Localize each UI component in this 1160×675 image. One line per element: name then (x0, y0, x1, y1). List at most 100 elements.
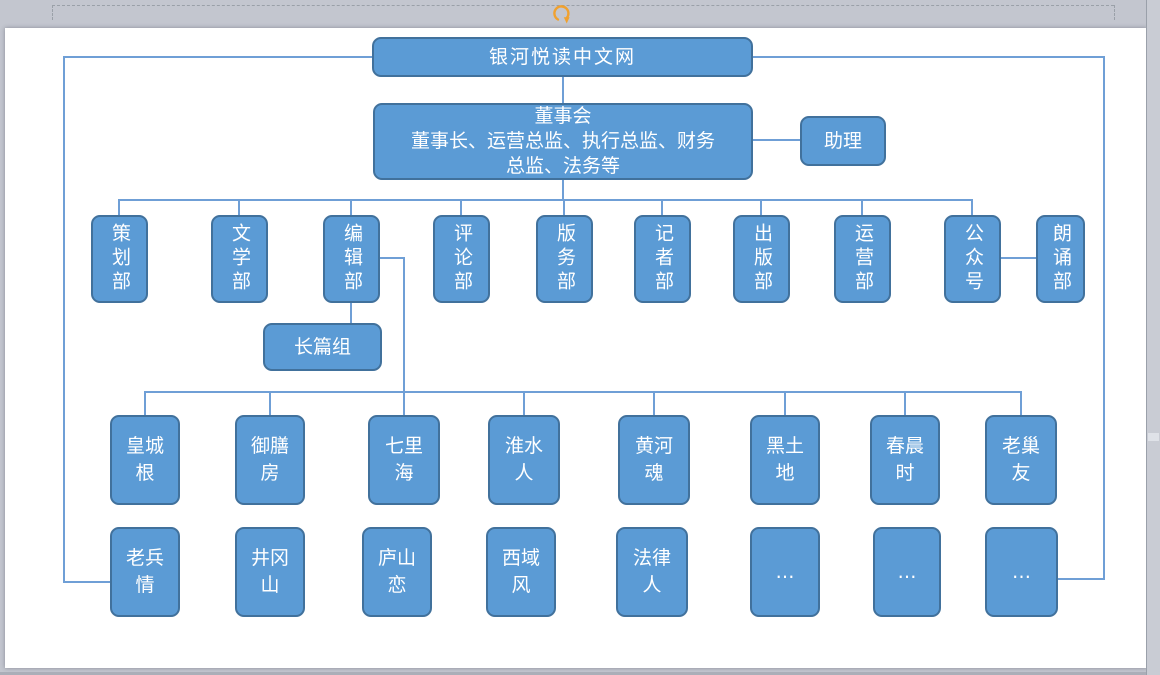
org-node-root[interactable]: 银河悦读中文网 (372, 37, 753, 77)
org-node-dept-literature[interactable]: 文学部 (211, 215, 268, 303)
rotate-icon (553, 5, 570, 24)
connector-line (971, 199, 973, 215)
dept-label: 策划部 (109, 223, 131, 295)
connector-line (1057, 578, 1105, 580)
connector-line (1001, 257, 1036, 259)
connector-line (63, 581, 111, 583)
branch-label: 七里海 (384, 435, 423, 484)
org-node-branch-more-2[interactable]: … (873, 527, 941, 617)
branch-label: … (775, 560, 795, 583)
org-node-branch-xiyufeng[interactable]: 西域风 (486, 527, 556, 617)
connector-line (562, 180, 564, 200)
dept-label: 朗诵部 (1050, 223, 1072, 295)
connector-line (1020, 391, 1022, 415)
org-node-dept-layout[interactable]: 版务部 (536, 215, 593, 303)
rotate-handle[interactable] (551, 2, 575, 26)
connector-line (760, 199, 762, 215)
dept-label: 出版部 (751, 223, 773, 295)
connector-line (380, 257, 404, 259)
connector-line (403, 257, 405, 415)
org-node-branch-qilihai[interactable]: 七里海 (368, 415, 440, 505)
dept-label: 编辑部 (341, 223, 363, 295)
connector-line (63, 56, 373, 58)
connector-line (269, 391, 271, 415)
branch-label: … (897, 560, 917, 583)
connector-line (904, 391, 906, 415)
connector-line (460, 199, 462, 215)
connector-line (118, 199, 973, 201)
org-node-branch-laobingqing[interactable]: 老兵情 (110, 527, 180, 617)
dept-label: 版务部 (554, 223, 576, 295)
scrollbar[interactable] (1146, 0, 1160, 675)
branch-label: 法律人 (632, 547, 671, 596)
org-node-dept-recitation[interactable]: 朗诵部 (1036, 215, 1085, 303)
org-node-branch-lushanlian[interactable]: 庐山恋 (362, 527, 432, 617)
org-node-dept-reporters[interactable]: 记者部 (634, 215, 691, 303)
org-node-board-title: 董事会 (534, 105, 592, 127)
branch-label: … (1012, 560, 1031, 583)
org-node-dept-editing[interactable]: 编辑部 (323, 215, 380, 303)
branch-label: 黄河魂 (634, 435, 673, 484)
org-node-board-subtitle: 董事长、运营总监、执行总监、财务总监、法务等 (410, 130, 715, 177)
org-node-dept-review[interactable]: 评论部 (433, 215, 490, 303)
org-node-branch-jinggangshan[interactable]: 井冈山 (235, 527, 305, 617)
branch-label: 老兵情 (125, 547, 164, 596)
selection-outline-left-stub (52, 5, 53, 20)
selection-outline-right-stub (1114, 5, 1115, 20)
org-node-long-form-label: 长篇组 (293, 335, 351, 358)
connector-line (653, 391, 655, 415)
connector-line (144, 391, 146, 415)
dept-label: 记者部 (652, 223, 674, 295)
connector-line (861, 199, 863, 215)
connector-line (661, 199, 663, 215)
connector-line (753, 56, 1105, 58)
org-node-assistant-label: 助理 (823, 129, 862, 152)
org-node-branch-more-1[interactable]: … (750, 527, 820, 617)
connector-line (562, 77, 564, 104)
connector-line (350, 199, 352, 215)
org-node-root-label: 银河悦读中文网 (488, 45, 636, 68)
org-node-long-form-group[interactable]: 长篇组 (263, 323, 382, 371)
connector-line (753, 139, 800, 141)
connector-line (784, 391, 786, 415)
org-node-assistant[interactable]: 助理 (800, 116, 886, 166)
branch-label: 淮水人 (504, 435, 543, 484)
org-node-branch-falvren[interactable]: 法律人 (616, 527, 688, 617)
org-node-branch-laochaoyou[interactable]: 老巢友 (985, 415, 1057, 505)
org-node-branch-huangchenggen[interactable]: 皇城根 (110, 415, 180, 505)
connector-line (63, 56, 65, 583)
connector-line (523, 391, 525, 415)
org-node-branch-huanghehun[interactable]: 黄河魂 (618, 415, 690, 505)
scrollbar-thumb[interactable] (1148, 433, 1159, 441)
branch-label: 井冈山 (250, 547, 289, 596)
branch-label: 老巢友 (1001, 435, 1040, 484)
window-bottom-edge (0, 672, 1160, 675)
org-node-branch-chunchenshi[interactable]: 春晨时 (870, 415, 940, 505)
org-node-dept-publishing[interactable]: 出版部 (733, 215, 790, 303)
slide-canvas[interactable]: 银河悦读中文网 董事会 董事长、运营总监、执行总监、财务总监、法务等 助理 策划… (5, 28, 1147, 668)
org-node-branch-yushanfang[interactable]: 御膳房 (235, 415, 305, 505)
connector-line (563, 199, 565, 215)
org-node-branch-heitudi[interactable]: 黑土地 (750, 415, 820, 505)
selection-outline-top (52, 5, 1114, 6)
branch-label: 庐山恋 (377, 547, 416, 596)
branch-label: 御膳房 (250, 435, 289, 484)
dept-label: 评论部 (451, 223, 473, 295)
org-node-branch-huaishuiren[interactable]: 淮水人 (488, 415, 560, 505)
connector-line (144, 391, 1022, 393)
org-node-dept-operations[interactable]: 运营部 (834, 215, 891, 303)
dept-label: 运营部 (852, 223, 874, 295)
connector-line (118, 199, 120, 215)
branch-label: 春晨时 (885, 435, 924, 484)
dept-label: 文学部 (229, 223, 251, 295)
branch-label: 皇城根 (125, 435, 164, 484)
org-node-board[interactable]: 董事会 董事长、运营总监、执行总监、财务总监、法务等 (373, 103, 753, 180)
branch-label: 黑土地 (765, 435, 804, 484)
org-node-branch-more-3[interactable]: … (985, 527, 1058, 617)
org-node-dept-public-account[interactable]: 公众号 (944, 215, 1001, 303)
connector-line (350, 303, 352, 323)
org-node-dept-planning[interactable]: 策划部 (91, 215, 148, 303)
branch-label: 西域风 (501, 547, 540, 596)
